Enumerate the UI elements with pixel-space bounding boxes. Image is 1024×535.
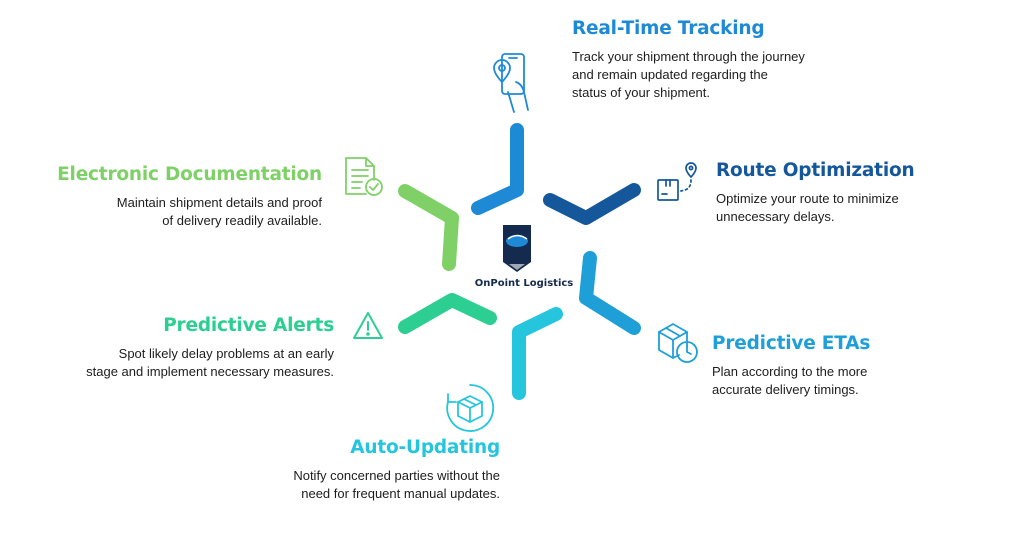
feature-desc-realtime: Track your shipment through the journey … <box>572 49 805 100</box>
segment-etas <box>579 251 641 335</box>
segment-realtime <box>471 123 524 215</box>
feature-title-etas: Predictive ETAs <box>712 333 871 354</box>
feature-title-realtime: Real-Time Tracking <box>572 18 765 39</box>
segment-docs <box>398 184 459 271</box>
feature-title-docs: Electronic Documentation <box>57 164 322 185</box>
feature-title-auto: Auto-Updating <box>350 437 500 458</box>
feature-auto: Auto-Updating Notify concerned parties w… <box>293 437 500 503</box>
feature-desc-alerts: Spot likely delay problems at an early s… <box>86 346 334 379</box>
feature-alerts: Predictive Alerts Spot likely delay prob… <box>86 315 334 381</box>
feature-route: Route Optimization Optimize your route t… <box>716 160 915 226</box>
segment-auto <box>512 307 563 400</box>
feature-title-alerts: Predictive Alerts <box>163 315 334 336</box>
segment-route <box>543 183 641 225</box>
feature-etas: Predictive ETAs Plan according to the mo… <box>712 333 870 399</box>
feature-realtime: Real-Time Tracking Track your shipment t… <box>572 18 805 102</box>
feature-desc-route: Optimize your route to minimize unnecess… <box>716 191 899 224</box>
feature-desc-docs: Maintain shipment details and proof of d… <box>116 195 322 228</box>
feature-docs: Electronic Documentation Maintain shipme… <box>57 164 322 230</box>
phone-location-icon <box>482 52 538 116</box>
feature-title-route: Route Optimization <box>716 160 915 181</box>
box-refresh-icon <box>444 382 496 434</box>
route-box-icon <box>655 160 701 204</box>
onpoint-logo-icon <box>503 225 531 272</box>
brand-name: OnPoint Logistics <box>474 278 574 289</box>
feature-desc-etas: Plan according to the more accurate deli… <box>712 364 868 397</box>
document-check-icon <box>342 154 386 200</box>
warning-icon <box>351 310 385 342</box>
segment-alerts <box>398 293 497 334</box>
feature-desc-auto: Notify concerned parties without the nee… <box>293 468 500 501</box>
box-clock-icon <box>655 320 701 366</box>
